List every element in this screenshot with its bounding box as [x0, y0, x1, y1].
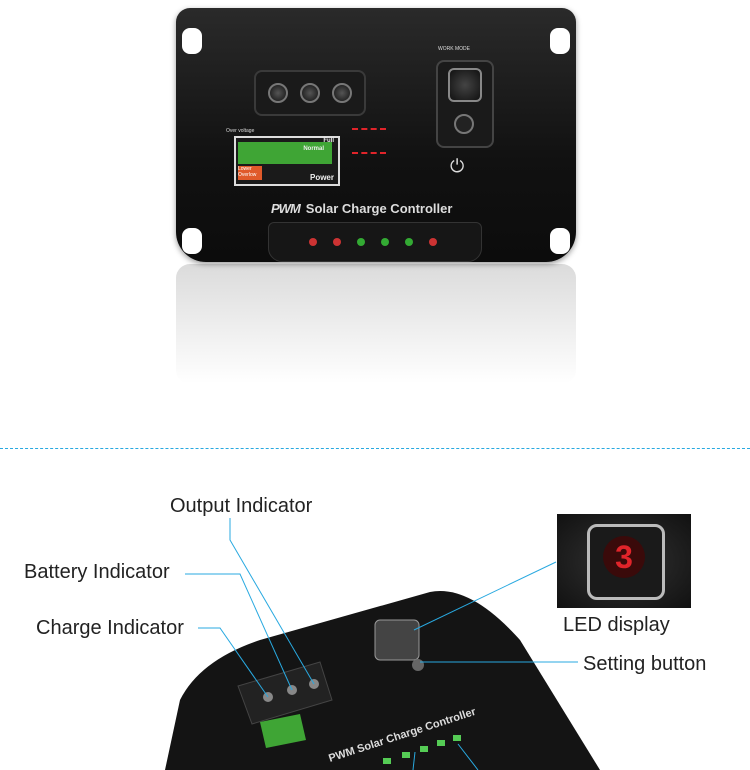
- output-indicator-led: [332, 83, 352, 103]
- power-label: Power: [309, 173, 334, 182]
- setting-button[interactable]: [454, 114, 474, 134]
- button-window: [436, 60, 494, 148]
- battery-indicator-label: Battery Indicator: [24, 561, 170, 583]
- seven-segment-digit: 3: [603, 536, 645, 578]
- callout-lines: [185, 518, 578, 770]
- led-display: [448, 68, 482, 102]
- status-led: [357, 238, 365, 246]
- title-text: Solar Charge Controller: [305, 201, 453, 216]
- mount-hole: [550, 228, 570, 254]
- power-icon: ⏻: [450, 156, 465, 176]
- mount-hole: [182, 228, 202, 254]
- status-led: [333, 238, 341, 246]
- lower-label: Lower: [238, 166, 252, 172]
- work-mode-label: WORK MODE: [438, 46, 470, 52]
- pwm-logo: PWM: [271, 201, 301, 216]
- load-indicator-bars: [352, 128, 386, 154]
- overlow-label: Overlow: [238, 172, 257, 178]
- led-display-closeup: 3: [557, 514, 691, 608]
- full-label: Full: [323, 138, 334, 144]
- normal-label: Normal: [303, 146, 324, 152]
- status-led: [429, 238, 437, 246]
- charge-indicator-label: Charge Indicator: [36, 617, 184, 639]
- section-divider: [0, 448, 750, 449]
- charge-indicator-led: [268, 83, 288, 103]
- product-title: PWM Solar Charge Controller: [271, 201, 452, 216]
- status-led: [309, 238, 317, 246]
- mount-hole: [550, 28, 570, 54]
- status-leds: [383, 735, 461, 764]
- led-display-label: LED display: [563, 614, 670, 636]
- output-indicator-label: Output Indicator: [170, 495, 313, 517]
- setting-button[interactable]: [412, 659, 424, 671]
- status-led: [405, 238, 413, 246]
- over-voltage-label: Over voltage: [226, 128, 255, 134]
- indicator-window: [254, 70, 366, 116]
- battery-indicator-led: [300, 83, 320, 103]
- controller-front-view: WORK MODE ⏻ Over voltage Full Normal Low…: [176, 8, 576, 262]
- led-display-button: [374, 619, 420, 661]
- indicator-window: [237, 661, 333, 725]
- battery-diagram: [260, 714, 306, 748]
- status-led: [381, 238, 389, 246]
- mount-hole: [182, 28, 202, 54]
- status-led-panel: [268, 222, 482, 262]
- device-reflection: [176, 264, 576, 384]
- setting-button-label: Setting button: [583, 653, 707, 675]
